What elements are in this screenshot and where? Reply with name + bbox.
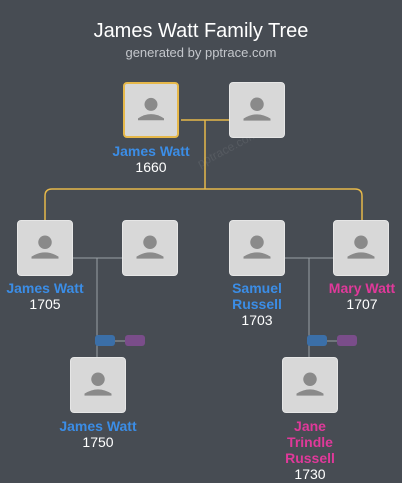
person-year: 1707 (346, 296, 378, 312)
person-silhouette-icon (243, 235, 271, 259)
union-pill-right-purple[interactable] (337, 335, 357, 346)
person-silhouette-icon (138, 97, 164, 121)
person-label-james-watt-1660: James Watt 1660 (91, 143, 211, 175)
descent-line-gen1 (44, 120, 363, 220)
person-label-james-watt-1705: James Watt 1705 (0, 280, 105, 312)
person-year: 1705 (29, 296, 61, 312)
person-silhouette-icon (296, 372, 324, 396)
person-card-spouse-unknown-gen1[interactable] (229, 82, 285, 138)
person-name: James Watt (6, 280, 84, 296)
union-pill-left-purple[interactable] (125, 335, 145, 346)
person-silhouette-icon (136, 235, 164, 259)
person-year: 1703 (241, 312, 273, 328)
person-silhouette-icon (84, 372, 112, 396)
person-name: Jane Trindle Russell (285, 418, 335, 466)
person-silhouette-icon (243, 97, 271, 121)
person-name: Mary Watt (328, 280, 396, 296)
person-card-mary-watt[interactable] (333, 220, 389, 276)
person-card-james-watt-1660[interactable] (123, 82, 179, 138)
person-card-spouse-unknown-gen2[interactable] (122, 220, 178, 276)
person-name: James Watt (112, 143, 190, 159)
person-silhouette-icon (31, 235, 59, 259)
person-year: 1750 (82, 434, 114, 450)
person-card-james-watt-1750[interactable] (70, 357, 126, 413)
union-pill-left-blue[interactable] (95, 335, 115, 346)
person-label-mary-watt: Mary Watt 1707 (302, 280, 402, 312)
page-title: James Watt Family Tree (93, 20, 309, 42)
person-name: Samuel Russell (232, 280, 282, 312)
union-pill-right-blue[interactable] (307, 335, 327, 346)
person-name: James Watt (59, 418, 137, 434)
person-label-jane-trindle-russell: Jane Trindle Russell 1730 (250, 418, 370, 482)
person-label-james-watt-1750: James Watt 1750 (38, 418, 158, 450)
person-card-jane-trindle-russell[interactable] (282, 357, 338, 413)
person-year: 1660 (135, 159, 167, 175)
page-subtitle: generated by pptrace.com (125, 45, 277, 60)
person-card-james-watt-1705[interactable] (17, 220, 73, 276)
person-silhouette-icon (347, 235, 375, 259)
person-card-samuel-russell[interactable] (229, 220, 285, 276)
person-year: 1730 (294, 466, 326, 482)
person-label-samuel-russell: Samuel Russell 1703 (197, 280, 317, 328)
